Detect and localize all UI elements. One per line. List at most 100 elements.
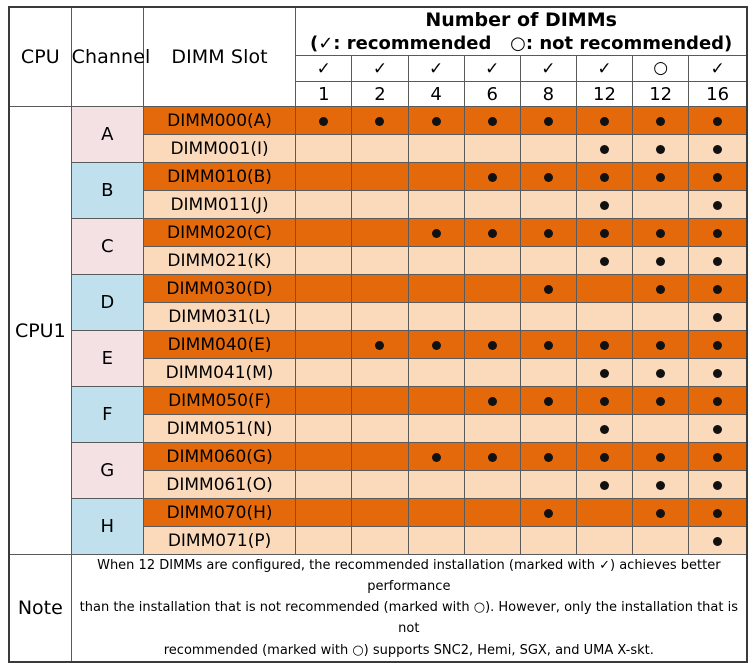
dimm-count-col-7: 12 — [632, 81, 690, 108]
dot-marker-icon — [656, 145, 666, 155]
recommendation-mark-col-3: ✓ — [407, 55, 465, 83]
dimm-count-col-5: 8 — [519, 81, 577, 108]
populated-cell — [688, 414, 748, 444]
dimm-slot-label: DIMM031(L) — [142, 302, 297, 332]
populated-cell — [688, 358, 748, 388]
dot-marker-icon — [713, 173, 723, 183]
dot-marker-icon — [487, 453, 497, 463]
dot-marker-icon — [543, 509, 553, 519]
empty-cell — [351, 274, 409, 304]
dimm-slot-label: DIMM070(H) — [142, 498, 297, 528]
dimm-slot-label: DIMM050(F) — [142, 386, 297, 416]
dot-marker-icon — [319, 117, 329, 127]
empty-cell — [295, 190, 353, 220]
dimm-slot-label: DIMM060(G) — [142, 442, 297, 472]
empty-cell — [295, 442, 353, 472]
empty-cell — [295, 470, 353, 500]
dot-marker-icon — [656, 453, 666, 463]
channel-label-a: A — [70, 106, 144, 164]
dot-marker-icon — [713, 397, 723, 407]
dot-marker-icon — [713, 481, 723, 491]
dot-marker-icon — [431, 117, 441, 127]
empty-cell — [295, 218, 353, 248]
channel-label-f: F — [70, 386, 144, 444]
empty-cell — [295, 526, 353, 556]
note-label: Note — [8, 554, 72, 663]
dimm-population-table-sheet: CPU Channel DIMM Slot Number of DIMMs (✓… — [8, 6, 748, 663]
populated-cell — [519, 442, 577, 472]
empty-cell — [351, 134, 409, 164]
populated-cell — [688, 162, 748, 192]
dot-marker-icon — [600, 145, 609, 155]
empty-cell — [463, 470, 521, 500]
channel-label-g: G — [70, 442, 144, 500]
populated-cell — [351, 106, 409, 136]
column-header-channel: Channel — [70, 6, 150, 108]
empty-cell — [463, 190, 521, 220]
populated-cell — [407, 106, 465, 136]
empty-cell — [407, 246, 465, 276]
empty-cell — [351, 190, 409, 220]
empty-cell — [519, 302, 577, 332]
empty-cell — [407, 498, 465, 528]
empty-cell — [407, 274, 465, 304]
populated-cell — [295, 106, 353, 136]
dot-marker-icon — [713, 537, 723, 547]
empty-cell — [407, 386, 465, 416]
empty-cell — [351, 358, 409, 388]
empty-cell — [463, 302, 521, 332]
dot-marker-icon — [600, 369, 609, 379]
note-line-3: recommended (marked with ○) supports SNC… — [163, 642, 654, 658]
dot-marker-icon — [375, 341, 385, 351]
empty-cell — [407, 162, 465, 192]
empty-cell — [632, 414, 690, 444]
dimm-count-col-1: 1 — [295, 81, 353, 108]
dot-marker-icon — [656, 117, 666, 127]
populated-cell — [688, 274, 748, 304]
populated-cell — [351, 330, 409, 360]
empty-cell — [351, 302, 409, 332]
populated-cell — [519, 106, 577, 136]
populated-cell — [575, 134, 634, 164]
dot-marker-icon — [487, 341, 497, 351]
populated-cell — [688, 302, 748, 332]
populated-cell — [688, 470, 748, 500]
table-row: DIMM001(I) — [9, 134, 748, 164]
note-row: Note When 12 DIMMs are configured, the r… — [8, 554, 748, 663]
populated-cell — [463, 442, 521, 472]
dot-marker-icon — [713, 229, 723, 239]
empty-cell — [632, 190, 690, 220]
dot-marker-icon — [375, 117, 385, 127]
empty-cell — [463, 498, 521, 528]
populated-cell — [632, 106, 690, 136]
table-header: CPU Channel DIMM Slot Number of DIMMs (✓… — [8, 6, 748, 108]
dimm-slot-label: DIMM000(A) — [142, 106, 297, 136]
recommendation-mark-col-4: ✓ — [463, 55, 521, 83]
dot-marker-icon — [713, 369, 723, 379]
recommendation-mark-col-6: ✓ — [575, 55, 634, 83]
table-row: DIMM051(N) — [9, 414, 748, 444]
populated-cell — [463, 106, 521, 136]
channel-label-b: B — [70, 162, 144, 220]
dot-marker-icon — [656, 229, 666, 239]
column-header-dimm-slot: DIMM Slot — [142, 6, 297, 108]
dot-marker-icon — [713, 453, 723, 463]
populated-cell — [632, 274, 690, 304]
populated-cell — [519, 274, 577, 304]
empty-cell — [519, 134, 577, 164]
empty-cell — [407, 414, 465, 444]
empty-cell — [351, 218, 409, 248]
empty-cell — [295, 302, 353, 332]
dot-marker-icon — [543, 341, 553, 351]
populated-cell — [632, 470, 690, 500]
dimm-slot-label: DIMM071(P) — [142, 526, 297, 556]
dot-marker-icon — [656, 285, 666, 295]
dimm-slot-label: DIMM051(N) — [142, 414, 297, 444]
dimm-population-table: CPU Channel DIMM Slot Number of DIMMs (✓… — [8, 6, 748, 663]
dimm-count-col-8: 16 — [688, 81, 748, 108]
dot-marker-icon — [543, 229, 553, 239]
